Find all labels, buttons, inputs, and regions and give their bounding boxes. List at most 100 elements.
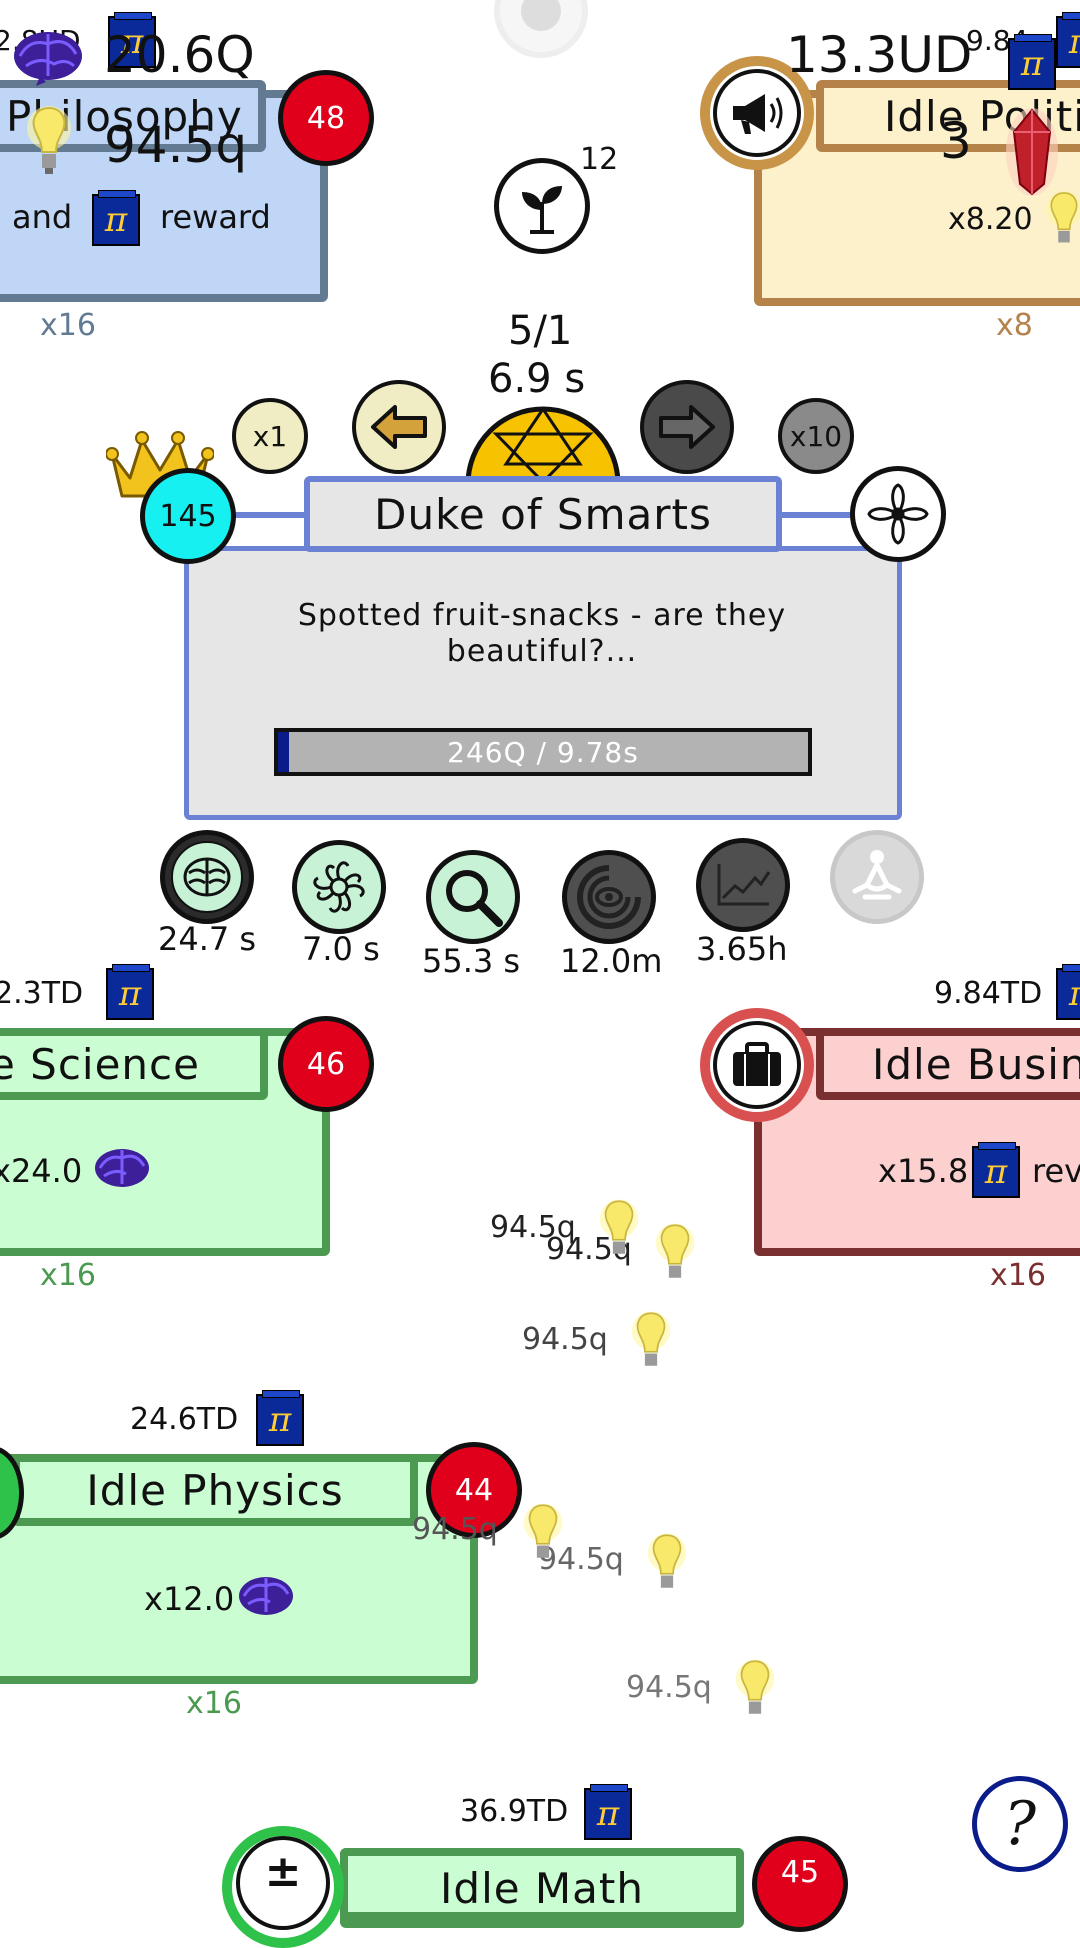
help-icon: ?	[1003, 1789, 1037, 1859]
floating-value: 94.5q	[538, 1542, 624, 1577]
lightbulb-icon	[631, 1311, 671, 1366]
math-cost: 36.9TD	[460, 1794, 569, 1829]
ability-brain-label: 24.7 s	[158, 920, 257, 958]
floating-value: 94.5q	[626, 1670, 712, 1705]
brain-icon	[183, 857, 231, 897]
physics-multiplier: x16	[186, 1686, 242, 1721]
progress-ratio: 5/1	[508, 308, 573, 354]
flower-icon	[867, 483, 929, 545]
plant-button[interactable]	[494, 158, 590, 254]
physics-title: Idle Physics	[86, 1465, 344, 1515]
philosophy-reward-text-2: reward	[160, 198, 271, 236]
main-progress-label: 246Q / 9.78s	[447, 735, 639, 769]
ability-eye-button[interactable]	[562, 850, 656, 944]
ability-eye-label: 12.0m	[560, 942, 663, 980]
pi-book-icon: π	[256, 1390, 304, 1446]
meditation-icon	[852, 850, 902, 900]
ability-brain-button[interactable]	[160, 830, 254, 924]
main-progress-fill	[278, 732, 289, 772]
politics-big-value: 13.3UD	[786, 26, 973, 84]
lightbulb-icon	[647, 1533, 687, 1588]
business-reward-multiplier: x15.8	[878, 1152, 969, 1190]
lightbulb-icon	[27, 106, 71, 174]
brain-icon	[239, 1577, 293, 1615]
x10-button[interactable]: x10	[778, 398, 854, 474]
science-cost: 2.3TD	[0, 976, 84, 1011]
briefcase-icon	[733, 1042, 781, 1086]
help-button[interactable]: ?	[972, 1776, 1068, 1872]
business-title-bar[interactable]: Idle Business	[816, 1028, 1080, 1100]
prev-arrow-button[interactable]	[352, 380, 446, 474]
business-cost: 9.84TD	[934, 976, 1043, 1011]
science-title-bar[interactable]: e Science	[0, 1028, 268, 1100]
pi-book-icon: π	[1056, 12, 1080, 68]
ability-search-button[interactable]	[426, 850, 520, 944]
main-panel-description: Spotted fruit-snacks - are they beautifu…	[297, 598, 787, 669]
lightbulb-icon	[655, 1223, 695, 1278]
plus-minus-icon: ±	[264, 1846, 302, 1897]
science-level-badge: 46	[278, 1016, 374, 1112]
sun-medallion-icon	[466, 406, 620, 484]
floating-value: 94.5q	[522, 1322, 608, 1357]
business-reward-suffix: rev	[1032, 1152, 1080, 1190]
politics-reward-multiplier: x8.20	[948, 202, 1033, 237]
philosophy-big-value-1: 20.6Q	[104, 26, 255, 84]
main-panel-title-bar: Duke of Smarts	[304, 476, 782, 552]
ability-swirl-label: 7.0 s	[302, 930, 380, 968]
plant-count: 12	[580, 142, 619, 177]
science-title: e Science	[0, 1039, 200, 1089]
philosophy-multiplier: x16	[40, 308, 96, 343]
philosophy-reward-text-1: and	[12, 198, 73, 236]
floating-value: 94.5q	[412, 1512, 498, 1547]
business-title: Idle Business	[872, 1039, 1080, 1089]
business-multiplier: x16	[990, 1258, 1046, 1293]
ability-chart-label: 3.65h	[696, 930, 788, 968]
physics-cost: 24.6TD	[130, 1402, 239, 1437]
ability-swirl-button[interactable]	[292, 840, 386, 934]
main-progress-bar: 246Q / 9.78s	[274, 728, 812, 776]
math-level-badge: 45	[752, 1836, 848, 1932]
pi-book-icon: π	[106, 964, 154, 1020]
magnifier-icon	[446, 870, 503, 927]
pi-book-icon: π	[972, 1142, 1020, 1198]
pi-book-icon: π	[108, 12, 156, 68]
math-title-bar[interactable]: Idle Math	[340, 1848, 744, 1920]
pi-book-icon: π	[1008, 34, 1056, 90]
main-panel	[184, 546, 902, 820]
brain-icon	[14, 32, 82, 86]
main-panel-title: Duke of Smarts	[374, 489, 712, 539]
chart-icon	[717, 864, 771, 906]
physics-reward-multiplier: x12.0	[144, 1580, 235, 1618]
eye-icon	[577, 865, 641, 929]
science-multiplier: x16	[40, 1258, 96, 1293]
x1-button[interactable]: x1	[232, 398, 308, 474]
pi-book-icon: π	[92, 190, 140, 246]
politics-megaphone-button[interactable]	[700, 56, 814, 170]
pi-book-icon: π	[584, 1784, 632, 1840]
flower-button[interactable]	[850, 466, 946, 562]
politics-multiplier: x8	[996, 308, 1033, 343]
next-arrow-button[interactable]	[640, 380, 734, 474]
math-plus-minus-button[interactable]: ±	[222, 1826, 344, 1948]
swirl-flower-icon	[313, 861, 365, 913]
business-briefcase-button[interactable]	[700, 1008, 814, 1122]
philosophy-big-value-2: 94.5q	[104, 116, 248, 174]
physics-title-bar[interactable]: Idle Physics	[12, 1454, 418, 1526]
arrow-right-icon	[659, 405, 715, 449]
lightbulb-icon	[1045, 191, 1080, 243]
math-title: Idle Math	[440, 1864, 644, 1913]
ability-meditation-button	[830, 830, 924, 924]
brain-icon	[95, 1149, 149, 1187]
x1-label: x1	[252, 419, 288, 453]
philosophy-level-badge: 48	[278, 70, 374, 166]
red-gem-icon	[1006, 108, 1058, 196]
ability-chart-button[interactable]	[696, 838, 790, 932]
lightbulb-icon	[735, 1659, 775, 1714]
main-level-badge: 145	[140, 468, 236, 564]
ability-search-label: 55.3 s	[422, 942, 521, 980]
sprout-icon	[522, 186, 562, 234]
main-level-value: 145	[159, 498, 217, 534]
lightbulb-icon	[523, 1503, 563, 1558]
faded-circle-icon	[494, 0, 588, 58]
arrow-left-icon	[371, 405, 427, 449]
